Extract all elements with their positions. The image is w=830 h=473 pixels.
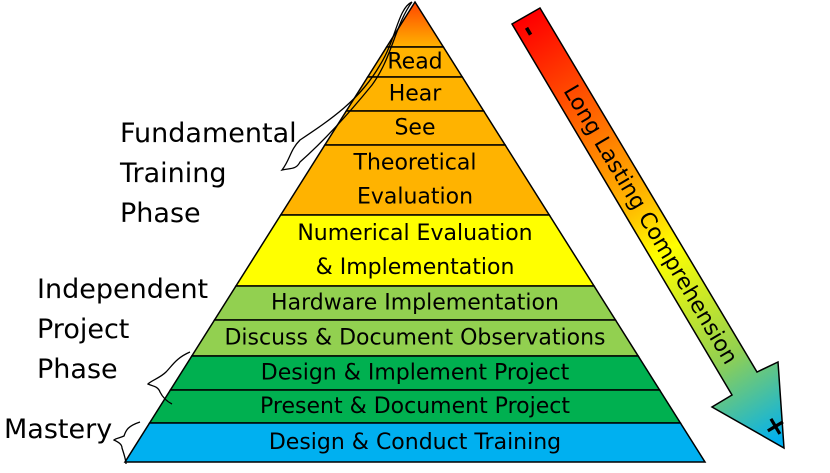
pyramid-level: See xyxy=(323,110,507,146)
pyramid-level: Present & Document Project xyxy=(148,389,682,424)
pyramid-level: Design & Conduct Training xyxy=(123,422,707,463)
pyramid-level-label: See xyxy=(394,116,435,141)
brace-fundamental xyxy=(280,1,413,172)
pyramid-level-label: Discuss & Document Observations xyxy=(224,326,605,351)
phase-label-mastery: Mastery xyxy=(4,414,113,445)
pyramid-level: Numerical Evaluation & Implementation xyxy=(234,214,596,287)
comprehension-arrow-shape xyxy=(510,6,785,450)
pyramid-apex xyxy=(385,0,445,48)
pyramid-level-label: Hardware Implementation xyxy=(271,291,559,316)
pyramid-level-label: Design & Conduct Training xyxy=(269,430,561,455)
pyramid-level-label: Read xyxy=(387,50,442,75)
phase-label-independent: Independent Project Phase xyxy=(37,274,209,385)
pyramid-level-label: Numerical Evaluation xyxy=(297,221,532,246)
pyramid-level-label: Hear xyxy=(389,82,443,107)
pyramid-level-label: Present & Document Project xyxy=(260,394,570,419)
pyramid-level-label: Theoretical xyxy=(353,151,477,176)
pyramid-level-label: Evaluation xyxy=(357,185,473,210)
pyramid-level: Discuss & Document Observations xyxy=(190,319,640,357)
pyramid-level: Read xyxy=(366,46,464,78)
phase-braces xyxy=(112,1,413,465)
phase-label-fundamental: Fundamental Training Phase xyxy=(120,118,297,229)
pyramid-level: Hardware Implementation xyxy=(213,285,617,321)
pyramid-level: Hear xyxy=(344,76,486,112)
brace-mastery xyxy=(112,421,141,465)
pyramid-level-band xyxy=(123,422,707,463)
pyramid-level-label: Design & Implement Project xyxy=(261,361,570,386)
pyramid-level-label: & Implementation xyxy=(316,255,515,280)
brace-independent xyxy=(146,351,191,405)
pyramid-level: Design & Implement Project xyxy=(169,355,661,391)
